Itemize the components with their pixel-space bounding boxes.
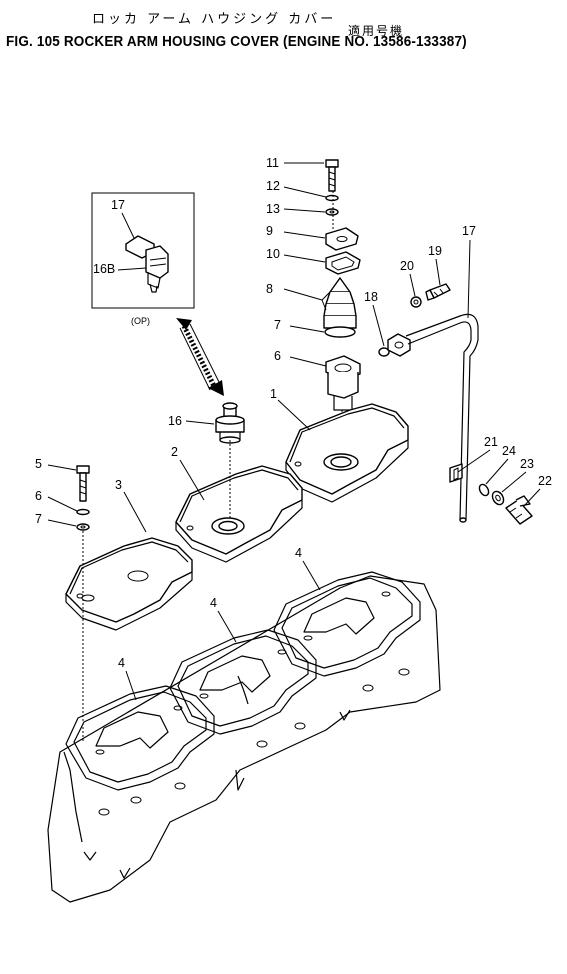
callout-5: 5 [35, 457, 42, 471]
part-12-gasket [325, 251, 361, 275]
part-20-washer [410, 296, 422, 308]
option-label: (OP) [131, 316, 150, 326]
japanese-applicability-label: 適用号機 [348, 24, 405, 38]
callout-6: 6 [35, 489, 42, 503]
part-14-washer [325, 194, 339, 202]
callout-16: 16 [168, 414, 182, 428]
callout-8: 6 [274, 349, 281, 363]
callout-23: 23 [520, 457, 534, 471]
part-11-cover-plate [325, 227, 359, 251]
japanese-title: ロッカ アーム ハウジング カバー [92, 12, 337, 27]
cylinder-head-assembly [47, 571, 441, 903]
callout-24: 24 [502, 444, 516, 458]
callout-7: 7 [35, 512, 42, 526]
part-17-breather-pipe [387, 313, 479, 523]
option-inset: 17 16B (OP) [91, 192, 195, 326]
callout-21: 21 [484, 435, 498, 449]
callout-12: 10 [266, 247, 280, 261]
callout-10: 8 [266, 282, 273, 296]
part-16-sensor: 16 [168, 402, 245, 444]
callout-19: 19 [428, 244, 442, 258]
part-2-rocker-cover [175, 465, 303, 563]
part-1-rocker-cover [285, 403, 409, 503]
part-8-breather-housing [325, 355, 361, 411]
callout-20: 20 [400, 259, 414, 273]
figure-title: FIG. 105 ROCKER ARM HOUSING COVER (ENGIN… [6, 34, 467, 50]
part-15-washer [325, 208, 339, 216]
callout-16b: 17 [111, 198, 125, 212]
callout-11: 9 [266, 224, 273, 238]
part-5-bolt [76, 465, 90, 502]
callout-4-front: 4 [118, 656, 125, 670]
callout-2: 2 [171, 445, 178, 459]
callout-4-middle: 4 [210, 596, 217, 610]
part-6-washer [76, 508, 90, 516]
part-10-breather-element [323, 277, 357, 338]
part-7-washer [76, 523, 90, 531]
callout-9: 7 [274, 318, 281, 332]
callout-14: 12 [266, 179, 280, 193]
callout-13: 11 [266, 156, 279, 170]
part-19-bolt [425, 283, 451, 301]
part-23-washer [491, 490, 505, 506]
callout-3: 3 [115, 478, 122, 492]
part-24-washer [478, 483, 490, 497]
option-arrow [176, 318, 224, 396]
part-13-bolt [325, 159, 339, 192]
callout-15: 13 [266, 202, 280, 216]
callout-17: 17 [462, 224, 476, 238]
callout-18: 18 [364, 290, 378, 304]
part-18-o-ring [378, 347, 390, 357]
callout-22: 22 [538, 474, 552, 488]
part-22-bolt [505, 495, 533, 525]
callout-16a: 16B [93, 262, 115, 276]
callout-4-rear: 4 [295, 546, 302, 560]
callout-1: 1 [270, 387, 277, 401]
part-3-rocker-cover [65, 537, 193, 631]
